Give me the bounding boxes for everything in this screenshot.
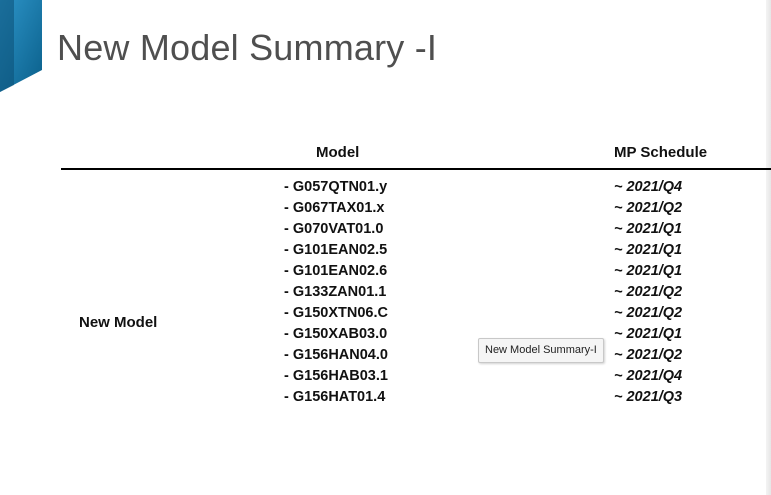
schedule-item: ~ 2021/Q2 <box>614 200 683 216</box>
schedule-item: ~ 2021/Q2 <box>614 284 683 300</box>
corner-accent-graphic <box>0 0 42 92</box>
model-item: - G150XTN06.C <box>284 305 388 321</box>
column-header-mp-schedule: MP Schedule <box>614 144 708 161</box>
tooltip: New Model Summary-I <box>478 338 604 363</box>
schedule-item: ~ 2021/Q3 <box>614 389 683 405</box>
schedule-item: ~ 2021/Q1 <box>614 326 683 342</box>
schedule-item: ~ 2021/Q1 <box>614 221 683 237</box>
schedule-item: ~ 2021/Q1 <box>614 242 683 258</box>
page-title: New Model Summary -I <box>57 27 438 68</box>
column-header-model: Model <box>316 144 360 161</box>
model-item: - G067TAX01.x <box>284 200 385 216</box>
model-item: - G156HAB03.1 <box>284 368 388 384</box>
model-item: - G150XAB03.0 <box>284 326 388 342</box>
model-item: - G057QTN01.y <box>284 179 388 195</box>
model-item: - G101EAN02.5 <box>284 242 388 258</box>
model-item: - G070VAT01.0 <box>284 221 384 237</box>
schedule-item: ~ 2021/Q4 <box>614 179 683 195</box>
model-list: - G057QTN01.y - G067TAX01.x - G070VAT01.… <box>284 177 388 408</box>
schedule-item: ~ 2021/Q4 <box>614 368 683 384</box>
schedule-list: ~ 2021/Q4 ~ 2021/Q2 ~ 2021/Q1 ~ 2021/Q1 … <box>614 177 682 408</box>
slide-edge <box>766 0 771 495</box>
schedule-item: ~ 2021/Q2 <box>614 305 683 321</box>
model-item: - G156HAN04.0 <box>284 347 388 363</box>
schedule-item: ~ 2021/Q1 <box>614 263 683 279</box>
model-item: - G156HAT01.4 <box>284 389 386 405</box>
schedule-item: ~ 2021/Q2 <box>614 347 683 363</box>
model-item: - G101EAN02.6 <box>284 263 388 279</box>
model-item: - G133ZAN01.1 <box>284 284 387 300</box>
row-label-new-model: New Model <box>79 314 158 331</box>
header-divider <box>61 168 771 170</box>
